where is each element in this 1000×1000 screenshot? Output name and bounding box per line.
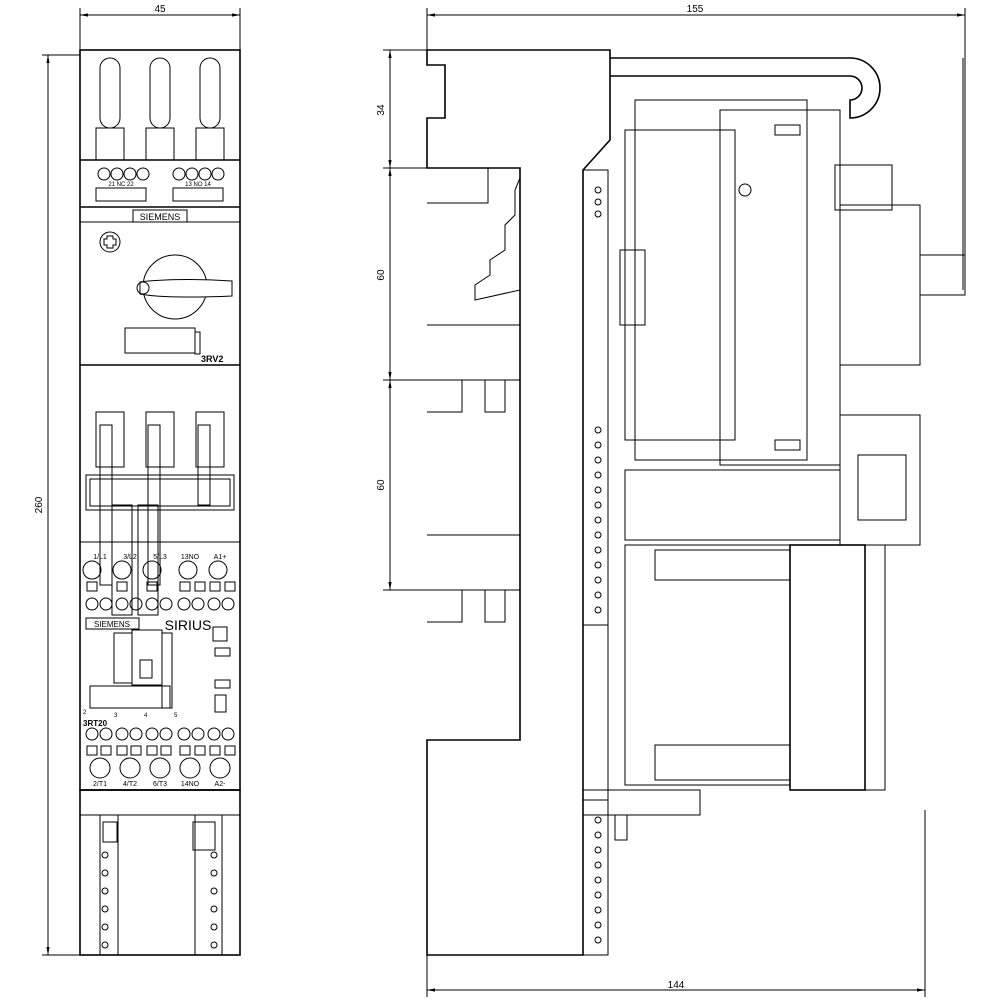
dimension-rail-spacing: 34 60 60 [376, 49, 520, 591]
num-5: 5 [174, 713, 178, 719]
rail-hole [594, 816, 602, 824]
rail-hole [594, 531, 602, 539]
rail-hole [594, 426, 602, 434]
rail-hole [594, 561, 602, 569]
rail-hole [594, 861, 602, 869]
rail-hole [594, 471, 602, 479]
rail-hole [594, 501, 602, 509]
rail-hole [101, 941, 109, 949]
num-3: 3 [114, 713, 118, 719]
dim-label-60a: 60 [376, 269, 387, 281]
rail-hole [210, 923, 218, 931]
top-contactor-terminals: 1/L1 3/L2 5/L3 13NO A1+ [82, 554, 236, 611]
rail-hole [594, 486, 602, 494]
bottom-contactor-terminals: 2/T1 4/T2 6/T3 14NO A2- [85, 727, 236, 788]
rail-hole [210, 887, 218, 895]
rail-hole [594, 441, 602, 449]
terminal-a1: A1+ [214, 554, 227, 561]
contactor-model: 3RT20 [83, 719, 108, 728]
rail-hole [594, 606, 602, 614]
rail-hole [594, 576, 602, 584]
rail-hole [210, 905, 218, 913]
dim-label-155: 155 [687, 4, 704, 15]
terminal-6-t3: 6/T3 [153, 781, 167, 788]
contactor-side [583, 454, 907, 841]
rail-hole [594, 198, 602, 206]
rail-hole [594, 456, 602, 464]
num-4: 4 [144, 713, 148, 719]
rail-hole [594, 906, 602, 914]
rail-hole [594, 210, 602, 218]
circuit-breaker-side [610, 57, 966, 546]
mounting-plate-profile [426, 49, 611, 956]
aux-label-no: 13 NO 14 [185, 182, 211, 188]
siemens-label-contactor [85, 617, 140, 630]
rotary-handle[interactable] [99, 231, 233, 320]
terminal-2-t1: 2/T1 [93, 781, 107, 788]
aux-label-nc: 21 NC 22 [108, 182, 134, 188]
rail-hole [594, 936, 602, 944]
rail-hole [594, 186, 602, 194]
rail-hole [101, 923, 109, 931]
top-power-terminals [95, 57, 225, 161]
terminal-3-l2: 3/L2 [123, 554, 137, 561]
num-2: 2 [83, 710, 87, 716]
rail-hole [210, 941, 218, 949]
din-rail-section [582, 169, 609, 956]
rail-hole [594, 846, 602, 854]
rail-hole [594, 891, 602, 899]
dimension-front-height: 260 [34, 54, 80, 956]
screw-icon [99, 231, 121, 253]
side-view [426, 49, 966, 956]
dim-label-260: 260 [34, 496, 45, 513]
dim-label-144: 144 [668, 980, 685, 991]
terminal-13no: 13NO [181, 554, 200, 561]
brand-top: SIEMENS [140, 212, 181, 222]
dim-label-60b: 60 [376, 479, 387, 491]
small-numbers: 2 3 4 5 [83, 710, 178, 719]
rail-hole [594, 876, 602, 884]
dimension-side-top: 155 [426, 4, 966, 290]
rail-hole [594, 591, 602, 599]
terminal-14no: 14NO [181, 781, 200, 788]
breaker-model: 3RV2 [201, 354, 223, 364]
terminal-5-l3: 5/L3 [153, 554, 167, 561]
rail-hole [594, 516, 602, 524]
mounting-adapter [79, 789, 241, 956]
rail-hole [594, 831, 602, 839]
terminal-a2: A2- [215, 781, 227, 788]
rail-hole [594, 921, 602, 929]
series-label: SIRIUS [165, 617, 212, 633]
brand-contactor: SIEMENS [94, 620, 130, 629]
terminal-1-l1: 1/L1 [93, 554, 107, 561]
front-view: 21 NC 22 13 NO 14 SIEMENS 3RV2 1/L1 3/L2 [79, 49, 241, 956]
dimension-front-width: 45 [79, 4, 241, 50]
aux-contact-block: 21 NC 22 13 NO 14 [95, 167, 225, 202]
rail-hole [101, 905, 109, 913]
rail-hole [210, 851, 218, 859]
rail-hole [101, 887, 109, 895]
rail-hole [101, 851, 109, 859]
dim-label-34: 34 [376, 104, 387, 116]
rail-hole [594, 546, 602, 554]
dim-label-45: 45 [154, 4, 166, 15]
terminal-4-t2: 4/T2 [123, 781, 137, 788]
rail-hole [101, 869, 109, 877]
dimension-side-bottom: 144 [426, 810, 926, 997]
rail-hole [210, 869, 218, 877]
busbar-connector [85, 411, 235, 616]
